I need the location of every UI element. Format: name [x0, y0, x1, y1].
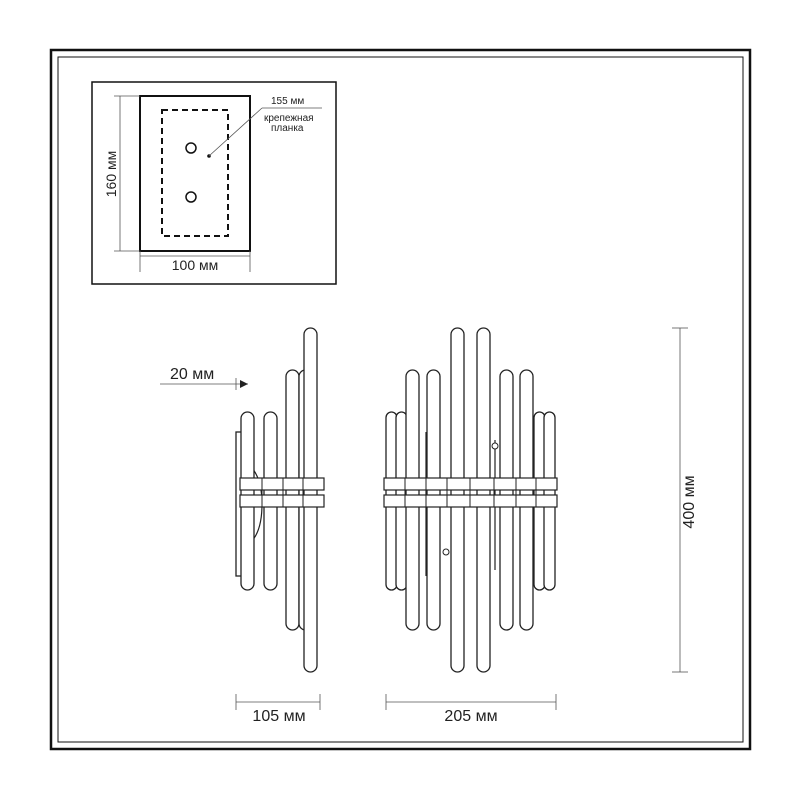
side-width-label: 105 мм — [252, 708, 305, 725]
inset-box — [91, 81, 337, 285]
mounting-hole-bottom — [185, 191, 197, 203]
height-dimension: 400 мм — [672, 327, 698, 673]
mounting-hole-top — [185, 142, 197, 154]
plate-note-line1: крепежная — [264, 113, 314, 124]
front-width-label: 205 мм — [444, 708, 497, 725]
height-label: 400 мм — [681, 475, 698, 528]
side-width-dimension: 105 мм — [235, 694, 321, 725]
plate-width-label: 155 мм — [271, 96, 304, 107]
side-band — [239, 477, 325, 491]
plate-note-line2: планка — [271, 123, 304, 134]
depth-dimension: 20 мм — [160, 366, 248, 390]
inset-width-label: 100 мм — [172, 257, 219, 273]
depth-dim-arrow — [240, 380, 248, 388]
mounting-plate-outline — [161, 109, 229, 237]
front-width-dimension: 205 мм — [385, 694, 557, 725]
mounting-plate-inset: 155 мм крепежная планка 160 мм 100 мм — [91, 81, 337, 285]
canopy-outline — [139, 95, 251, 252]
front-fixture-knob — [491, 442, 499, 450]
side-band — [239, 494, 325, 508]
depth-top-label: 20 мм — [170, 366, 214, 383]
side-view — [235, 327, 325, 673]
leader-line — [208, 107, 263, 157]
inner-frame — [57, 56, 744, 743]
outer-frame — [49, 48, 752, 751]
front-view — [383, 327, 558, 673]
front-fixture-knob — [442, 548, 450, 556]
inset-height-label: 160 мм — [103, 151, 119, 198]
